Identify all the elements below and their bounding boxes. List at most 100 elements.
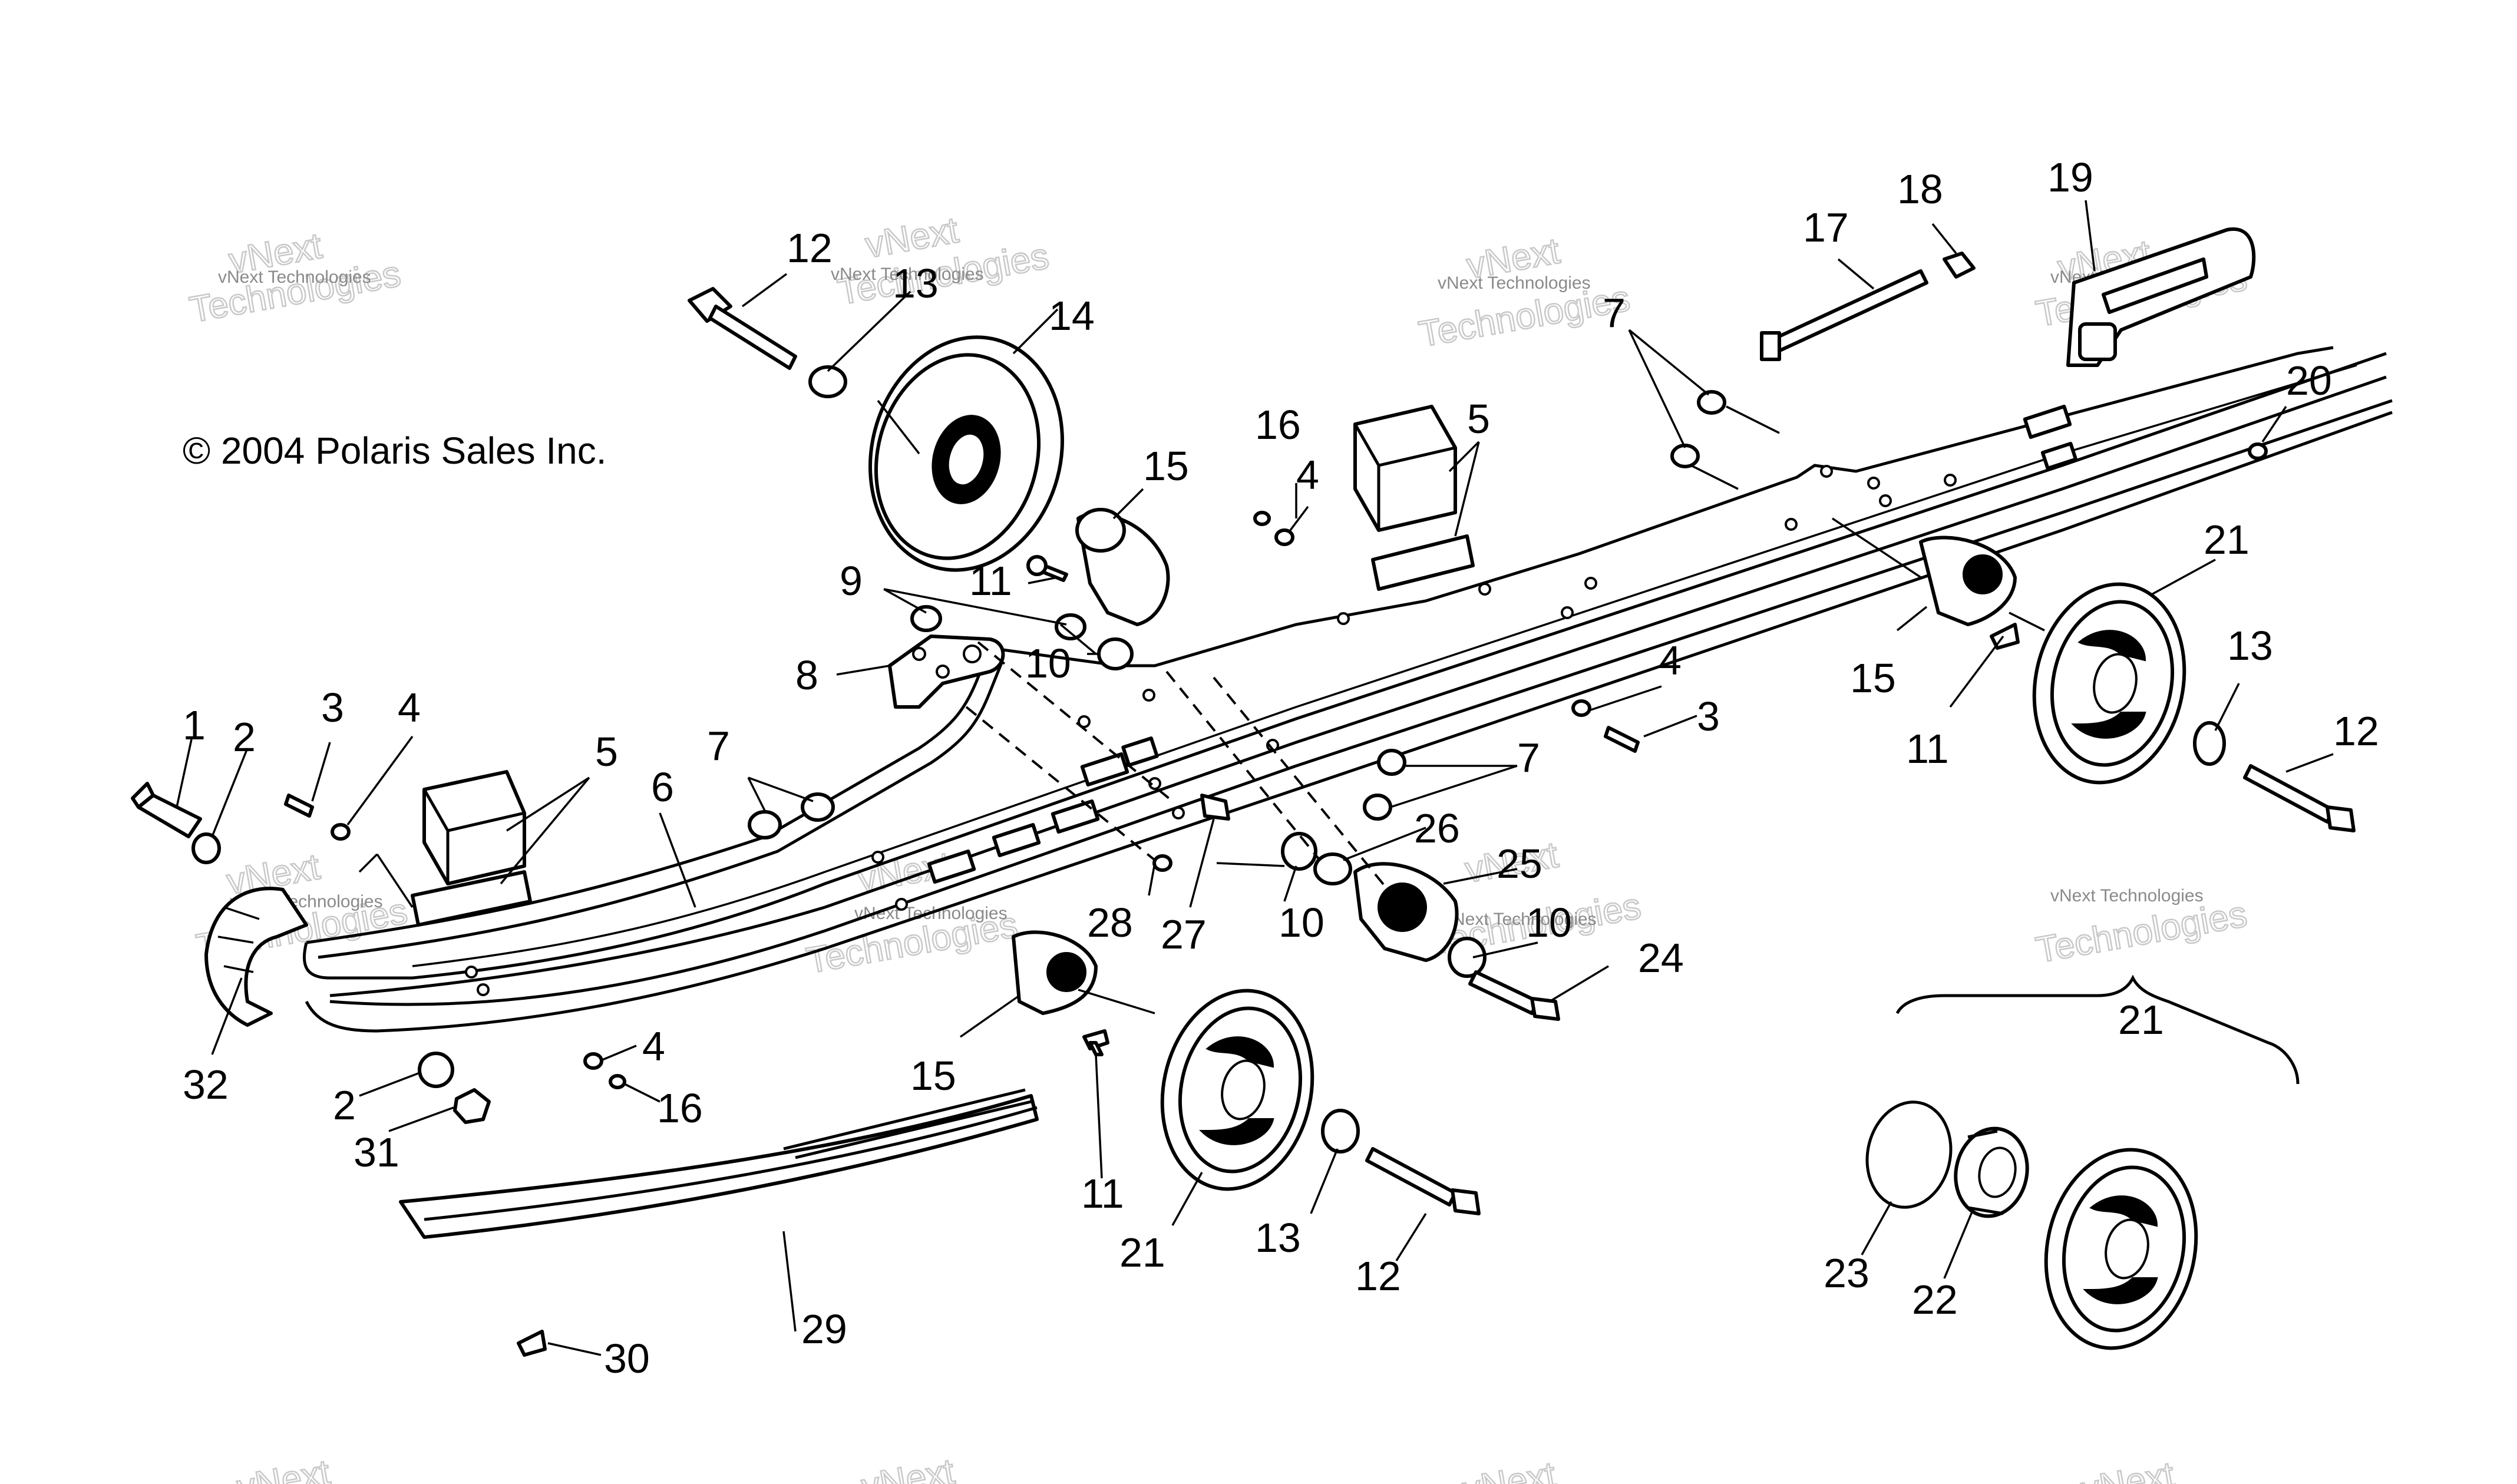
copyright-notice: © 2004 Polaris Sales Inc. — [183, 429, 607, 472]
washer-2 — [418, 1052, 454, 1088]
rivet-30 — [517, 1330, 547, 1357]
watermark-full: vNext Technologies — [218, 267, 371, 287]
callout-23: 23 — [1824, 1250, 1869, 1296]
callout-1: 1 — [183, 702, 206, 748]
bolt-1 — [131, 782, 202, 838]
nut-7 — [1697, 390, 1726, 415]
nut-9 — [1055, 613, 1086, 640]
screw-3 — [284, 794, 314, 818]
callout-29: 29 — [801, 1306, 847, 1352]
block-5-left — [411, 770, 532, 927]
callout-10: 10 — [1526, 900, 1572, 946]
callout-27: 27 — [1161, 911, 1207, 957]
snap-ring-23 — [1865, 1100, 1953, 1209]
callout-21: 21 — [1119, 1229, 1165, 1275]
bolt-24 — [1468, 970, 1560, 1021]
callout-19: 19 — [2047, 154, 2093, 200]
idler-wheel-21-center — [1160, 989, 1314, 1191]
nut-18 — [1943, 252, 1976, 279]
callout-10: 10 — [1025, 640, 1071, 686]
bearing-22 — [1954, 1126, 2029, 1218]
bolt-12-center — [1365, 1147, 1481, 1215]
watermark-brand: vNext — [234, 1452, 333, 1484]
callout-14: 14 — [1049, 293, 1095, 339]
callout-12: 12 — [1355, 1253, 1401, 1299]
callout-15: 15 — [1143, 443, 1189, 489]
callout-32: 32 — [183, 1062, 229, 1108]
callout-8: 8 — [795, 652, 818, 698]
assembly-lines — [358, 399, 2045, 1014]
callout-13: 13 — [1255, 1215, 1301, 1261]
callout-7: 7 — [1517, 735, 1540, 781]
block-5-top — [1353, 405, 1475, 591]
front-tip — [204, 887, 308, 1027]
callout-21: 21 — [2118, 997, 2164, 1043]
nut-31 — [453, 1088, 491, 1124]
callout-6: 6 — [651, 764, 674, 810]
callout-4: 4 — [1296, 452, 1319, 498]
washer-13-center — [1321, 1109, 1360, 1154]
callout-4: 4 — [1659, 637, 1682, 683]
nut-7 — [1363, 794, 1392, 821]
leader-lines — [176, 200, 2334, 1356]
callout-21: 21 — [2204, 517, 2250, 563]
callout-18: 18 — [1897, 166, 1943, 212]
watermark-brand: vNext — [2078, 1455, 2177, 1484]
callout-16: 16 — [1255, 402, 1301, 448]
callout-labels: 1 2 3 4 5 6 7 8 9 10 11 12 13 14 15 16 4… — [183, 154, 2379, 1381]
callout-3: 3 — [1697, 693, 1720, 739]
screw-28 — [1152, 854, 1172, 872]
nut-20 — [2248, 442, 2268, 460]
callout-17: 17 — [1803, 204, 1849, 250]
idler-wheel-21-right — [2032, 582, 2186, 785]
spacer-26 — [1313, 852, 1352, 885]
callout-2: 2 — [233, 714, 256, 760]
mount-25 — [1353, 862, 1459, 962]
bracket-8 — [888, 634, 1005, 709]
washer-10 — [1281, 832, 1317, 871]
callout-10: 10 — [1279, 900, 1324, 946]
callout-13: 13 — [893, 260, 939, 306]
nut-16 — [1253, 511, 1271, 526]
callout-9: 9 — [840, 558, 863, 604]
washer-13-top — [808, 365, 847, 398]
mount-15-top — [1075, 508, 1170, 626]
callout-30: 30 — [604, 1336, 650, 1381]
watermark-full: vNext Technologies — [1444, 910, 1597, 929]
bolt-11 — [1990, 623, 2020, 650]
bolt-12-right — [2243, 764, 2356, 832]
callout-7: 7 — [1603, 290, 1626, 336]
nut-4 — [583, 1052, 603, 1070]
callout-25: 25 — [1497, 841, 1542, 887]
rear-bracket — [2066, 227, 2256, 367]
nut-7 — [1377, 749, 1406, 776]
washer-10 — [1097, 637, 1134, 670]
screw-3 — [1604, 726, 1640, 753]
main-rail — [302, 346, 2393, 1033]
callout-11: 11 — [1081, 1171, 1124, 1217]
bolt-27 — [1200, 794, 1230, 821]
callout-26: 26 — [1414, 805, 1460, 851]
watermark-full: vNext Technologies — [2050, 886, 2204, 905]
mount-15-center — [1012, 930, 1098, 1015]
callout-28: 28 — [1087, 900, 1133, 946]
nut-7 — [1670, 444, 1700, 468]
nut-9 — [910, 605, 942, 632]
callout-24: 24 — [1638, 935, 1684, 981]
washer-13-right — [2193, 721, 2226, 766]
callout-5: 5 — [595, 729, 618, 775]
nut-7 — [748, 810, 782, 839]
callout-22: 22 — [1912, 1277, 1958, 1323]
callout-3: 3 — [321, 685, 344, 731]
callout-11: 11 — [969, 558, 1012, 604]
nut-4 — [1274, 528, 1294, 546]
wear-strip — [399, 1088, 1039, 1239]
bolt-17 — [1760, 269, 1928, 361]
callout-13: 13 — [2227, 623, 2273, 669]
nut-16 — [609, 1074, 626, 1089]
callout-2: 2 — [333, 1082, 356, 1128]
callout-31: 31 — [354, 1129, 399, 1175]
nut-4 — [1571, 699, 1591, 717]
mount-15-right — [1919, 536, 2017, 626]
